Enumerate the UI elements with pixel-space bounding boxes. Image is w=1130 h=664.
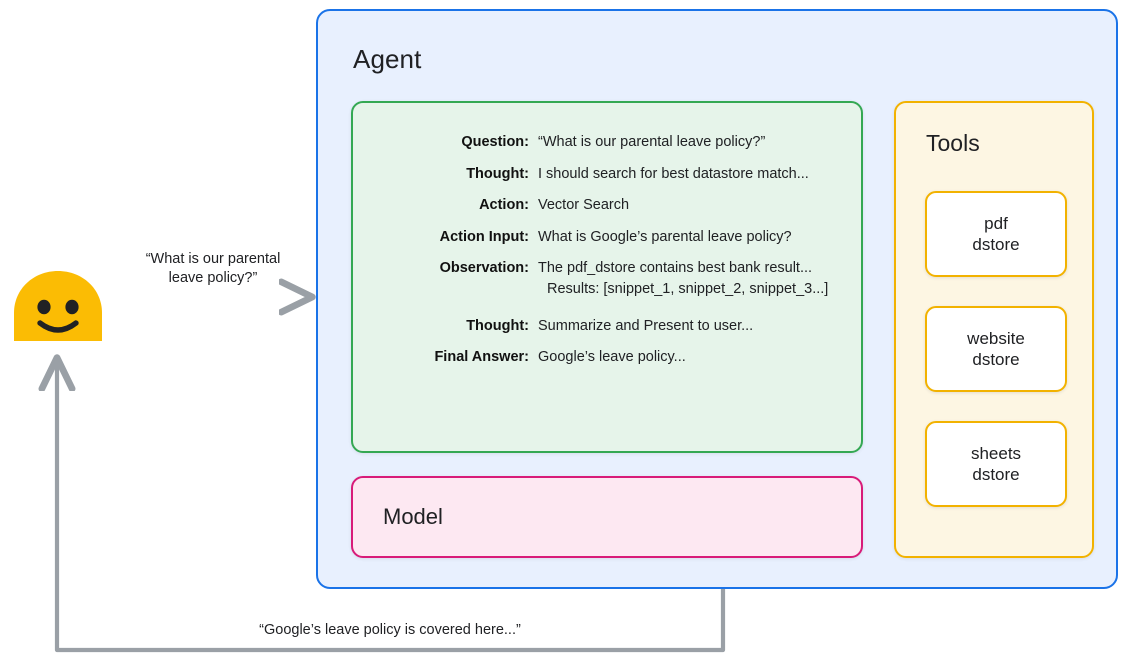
reasoning-value-action-input: What is Google’s parental leave policy? [538, 228, 792, 245]
tool-card-pdf-dstore-line-2: dstore [972, 235, 1020, 254]
tool-card-website-dstore[interactable]: website dstore [925, 306, 1067, 392]
tool-card-website-dstore-line-2: dstore [972, 350, 1020, 369]
reasoning-value-question: “What is our parental leave policy?” [538, 134, 766, 150]
reasoning-row-thought-1: Thought: I should search for best datast… [353, 166, 861, 182]
model-box: Model [351, 476, 863, 558]
reasoning-label-action-input: Action Input: [439, 228, 529, 245]
agent-panel: Agent Question: “What is our parental le… [316, 9, 1118, 589]
reasoning-label-observation: Observation: [439, 260, 529, 276]
smiley-face-avatar-icon [14, 271, 102, 341]
reasoning-row-thought-2: Thought: Summarize and Present to user..… [353, 318, 861, 334]
reasoning-label-thought-2: Thought: [466, 317, 529, 334]
tools-title: Tools [926, 130, 980, 156]
reasoning-row-action-input: Action Input: What is Google’s parental … [353, 229, 861, 245]
reasoning-label-action: Action: [479, 197, 529, 213]
reasoning-value-observation-results: Results: [snippet_1, snippet_2, snippet_… [547, 280, 829, 297]
reasoning-label-thought-1: Thought: [466, 165, 529, 182]
user-question-line-1: “What is our parental [145, 251, 281, 267]
avatar-left-eye [37, 299, 51, 315]
tool-card-pdf-dstore[interactable]: pdf dstore [925, 191, 1067, 277]
reasoning-label-final-answer: Final Answer: [434, 349, 529, 365]
reasoning-value-final-answer: Google’s leave policy... [538, 349, 686, 365]
agent-title: Agent [353, 44, 422, 74]
reasoning-label-question: Question: [461, 134, 529, 150]
tools-panel: Tools pdf dstore website dstore sheets d… [894, 101, 1094, 558]
user-question-label: “What is our parental leave policy?” [115, 250, 311, 287]
avatar-right-eye [65, 299, 79, 315]
reasoning-value-thought-2: Summarize and Present to user... [538, 317, 754, 334]
user-avatar [12, 269, 104, 341]
user-question-line-2: leave policy?” [168, 269, 258, 286]
reasoning-row-observation: Observation: The pdf_dstore contains bes… [353, 260, 861, 276]
reasoning-trace-box: Question: “What is our parental leave po… [351, 101, 863, 453]
tool-card-pdf-dstore-line-1: pdf [984, 213, 1008, 233]
reasoning-value-action: Vector Search [538, 197, 630, 213]
model-title: Model [383, 504, 443, 529]
avatar-smile [37, 320, 79, 333]
tool-card-sheets-dstore-line-1: sheets [970, 443, 1022, 463]
reasoning-value-thought-1: I should search for best datastore match… [538, 165, 809, 182]
agent-answer-label: “Google’s leave policy is covered here..… [259, 622, 521, 638]
reasoning-row-question: Question: “What is our parental leave po… [353, 134, 861, 150]
tool-card-list: pdf dstore website dstore sheets dstore [925, 191, 1067, 536]
reasoning-rows: Question: “What is our parental leave po… [353, 134, 861, 381]
reasoning-row-final-answer: Final Answer: Google’s leave policy... [353, 349, 861, 365]
reasoning-row-action: Action: Vector Search [353, 197, 861, 213]
reasoning-value-observation: The pdf_dstore contains best bank result… [538, 260, 813, 276]
tool-card-website-dstore-line-1: website [967, 328, 1025, 348]
tool-card-sheets-dstore-line-2: dstore [972, 465, 1020, 484]
tool-card-sheets-dstore[interactable]: sheets dstore [925, 421, 1067, 507]
